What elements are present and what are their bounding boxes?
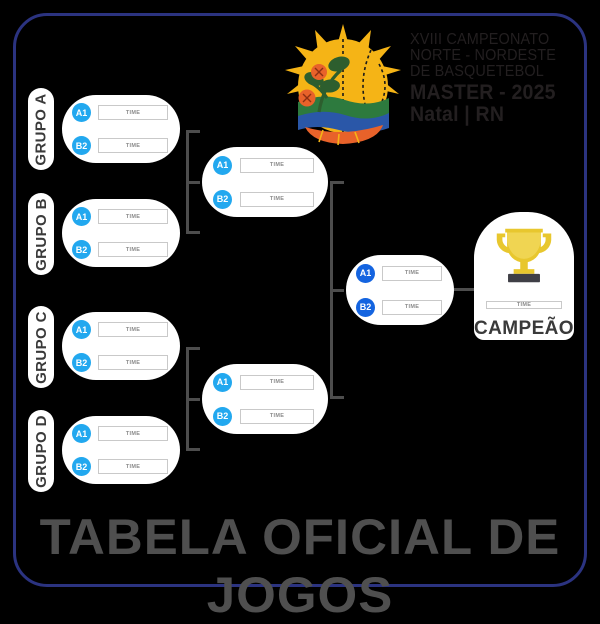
- seed-badge: B2: [213, 406, 232, 426]
- group-match-card-c: A1 TIME B2 TIME: [62, 312, 180, 380]
- match-slot: A1 TIME: [213, 371, 317, 393]
- seed-badge: A1: [213, 372, 232, 392]
- match-slot: A1 TIME: [356, 262, 444, 284]
- match-slot: B2 TIME: [72, 352, 170, 374]
- champion-panel: TIME CAMPEÃO: [474, 212, 574, 340]
- championship-emblem-icon: [283, 24, 403, 146]
- team-name-field[interactable]: TIME: [240, 408, 314, 424]
- group-label-c: GRUPO C: [28, 306, 54, 388]
- connector-final-to-champion: [454, 288, 476, 291]
- header-title-block: XVIII CAMPEONATO NORTE - NORDESTE DE BAS…: [410, 31, 590, 126]
- match-slot: B2 TIME: [72, 456, 170, 478]
- poster-header: XVIII CAMPEONATO NORTE - NORDESTE DE BAS…: [278, 20, 588, 152]
- header-edition: MASTER - 2025: [410, 81, 556, 105]
- match-slot: B2 TIME: [213, 188, 317, 210]
- match-slot: B2 TIME: [72, 239, 170, 261]
- team-name-field[interactable]: TIME: [98, 426, 168, 441]
- seed-badge: A1: [72, 320, 91, 339]
- match-slot: A1 TIME: [72, 319, 170, 341]
- team-name-field[interactable]: TIME: [240, 191, 314, 207]
- seed-badge: B2: [72, 353, 91, 372]
- seed-badge: B2: [213, 189, 232, 209]
- tournament-bracket-poster: XVIII CAMPEONATO NORTE - NORDESTE DE BAS…: [13, 13, 588, 623]
- group-label-a: GRUPO A: [28, 88, 54, 170]
- seed-badge: B2: [72, 457, 91, 476]
- group-label-c-text: GRUPO C: [32, 310, 50, 384]
- team-name-field[interactable]: TIME: [382, 265, 442, 281]
- group-label-b: GRUPO B: [28, 193, 54, 275]
- seed-badge: A1: [72, 103, 91, 122]
- trophy-icon: [488, 225, 560, 292]
- team-name-field[interactable]: TIME: [98, 138, 168, 153]
- seed-badge: A1: [213, 155, 232, 175]
- team-name-field[interactable]: TIME: [240, 374, 314, 390]
- semifinal-card-bottom: A1 TIME B2 TIME: [202, 364, 328, 434]
- connector-group-cd-to-semifinal: [186, 347, 202, 451]
- group-match-card-d: A1 TIME B2 TIME: [62, 416, 180, 484]
- team-name-field[interactable]: TIME: [98, 105, 168, 120]
- match-slot: B2 TIME: [213, 405, 317, 427]
- team-name-field[interactable]: TIME: [382, 299, 442, 315]
- seed-badge: A1: [356, 263, 375, 283]
- connector-group-ab-to-semifinal: [186, 130, 202, 234]
- match-slot: A1 TIME: [72, 423, 170, 445]
- match-slot: B2 TIME: [72, 135, 170, 157]
- champion-label: CAMPEÃO: [474, 318, 574, 339]
- final-card: A1 TIME B2 TIME: [346, 255, 454, 325]
- group-match-card-b: A1 TIME B2 TIME: [62, 199, 180, 267]
- team-name-field[interactable]: TIME: [98, 209, 168, 224]
- match-slot: A1 TIME: [72, 102, 170, 124]
- team-name-field[interactable]: TIME: [98, 322, 168, 337]
- group-label-d: GRUPO D: [28, 410, 54, 492]
- connector-semifinals-to-final: [330, 181, 346, 399]
- header-line-2: NORTE - NORDESTE: [410, 46, 557, 64]
- match-slot: B2 TIME: [356, 296, 444, 318]
- seed-badge: B2: [356, 297, 375, 317]
- header-city: Natal | RN: [410, 102, 505, 126]
- group-match-card-a: A1 TIME B2 TIME: [62, 95, 180, 163]
- poster-footer-title: TABELA OFICIAL DE JOGOS: [39, 509, 561, 623]
- header-line-3: DE BASQUETEBOL: [410, 62, 544, 80]
- seed-badge: B2: [72, 240, 91, 259]
- seed-badge: A1: [72, 424, 91, 443]
- team-name-field[interactable]: TIME: [98, 355, 168, 370]
- match-slot: A1 TIME: [213, 154, 317, 176]
- group-label-a-text: GRUPO A: [32, 92, 50, 166]
- semifinal-card-top: A1 TIME B2 TIME: [202, 147, 328, 217]
- group-label-d-text: GRUPO D: [32, 414, 50, 488]
- header-line-1: XVIII CAMPEONATO: [410, 31, 550, 48]
- match-slot: A1 TIME: [72, 206, 170, 228]
- group-label-b-text: GRUPO B: [32, 197, 50, 271]
- seed-badge: B2: [72, 136, 91, 155]
- seed-badge: A1: [72, 207, 91, 226]
- team-name-field[interactable]: TIME: [98, 242, 168, 257]
- champion-team-field[interactable]: TIME: [486, 301, 562, 309]
- team-name-field[interactable]: TIME: [240, 157, 314, 173]
- team-name-field[interactable]: TIME: [98, 459, 168, 474]
